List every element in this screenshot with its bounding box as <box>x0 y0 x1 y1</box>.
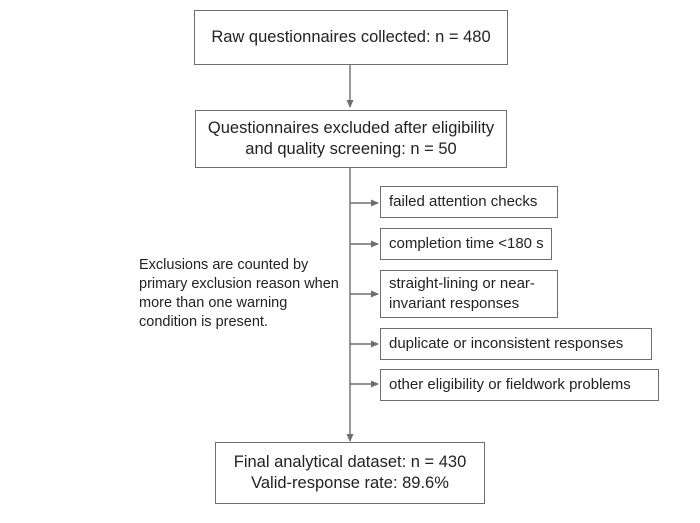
excluded-line-2: and quality screening: n = 50 <box>245 140 457 158</box>
note-line-3: more than one warning <box>139 295 288 311</box>
exclusion-note: Exclusions are counted by primary exclus… <box>139 256 354 332</box>
final-line-1: Final analytical dataset: n = 430 <box>233 453 467 471</box>
reason-label-other-eligibility: other eligibility or fieldwork problems <box>389 376 631 393</box>
reason-box-straight-lining: straight-lining or near- invariant respo… <box>380 270 558 318</box>
reason-box-completion-time: completion time <180 s <box>380 228 552 260</box>
excluded-questionnaires-box: Questionnaires excluded after eligibilit… <box>195 110 507 168</box>
raw-questionnaires-text: Raw questionnaires collected: n = 480 <box>211 28 491 46</box>
final-line-2: Valid-response rate: 89.6% <box>251 474 449 492</box>
raw-questionnaires-box: Raw questionnaires collected: n = 480 <box>194 10 508 65</box>
reason-label-attention-checks: failed attention checks <box>389 193 538 210</box>
reason-label-completion-time: completion time <180 s <box>389 235 544 252</box>
reason-label-straight-lining-2: invariant responses <box>389 295 520 312</box>
reason-box-duplicate: duplicate or inconsistent responses <box>380 328 652 360</box>
reason-box-attention-checks: failed attention checks <box>380 186 558 218</box>
excluded-line-1: Questionnaires excluded after eligibilit… <box>207 119 495 137</box>
reason-label-duplicate: duplicate or inconsistent responses <box>389 335 624 352</box>
reason-label-straight-lining-1: straight-lining or near- <box>389 275 535 292</box>
reason-box-other-eligibility: other eligibility or fieldwork problems <box>380 369 659 401</box>
final-dataset-box: Final analytical dataset: n = 430 Valid-… <box>215 442 485 504</box>
note-line-4: condition is present. <box>139 314 268 330</box>
note-line-1: Exclusions are counted by <box>139 257 309 273</box>
note-line-2: primary exclusion reason when <box>139 276 339 292</box>
